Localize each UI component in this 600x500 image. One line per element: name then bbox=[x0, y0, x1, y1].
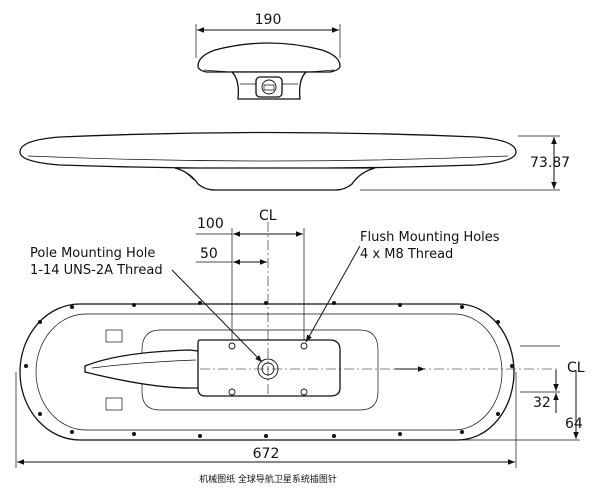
dim-64: 64 bbox=[565, 416, 583, 432]
plan-dimensions: CL 100 50 Pole Mounting Hole 1-14 UNS-2A… bbox=[15, 208, 585, 468]
end-view: 190 bbox=[195, 12, 341, 100]
dim-top-width: 190 bbox=[255, 12, 282, 28]
plan-view bbox=[19, 222, 560, 441]
flush-mount-label-2: 4 x M8 Thread bbox=[360, 247, 453, 262]
pole-mount-label-1: Pole Mounting Hole bbox=[30, 246, 155, 261]
flush-mount-label-1: Flush Mounting Holes bbox=[360, 230, 500, 245]
dim-overall-length: 672 bbox=[253, 446, 280, 462]
centerline-mark-top: CL bbox=[259, 208, 277, 224]
dim-100: 100 bbox=[197, 216, 224, 232]
dim-side-height: 73.87 bbox=[530, 155, 570, 171]
pole-mount-label-2: 1-14 UNS-2A Thread bbox=[30, 263, 163, 278]
dim-50: 50 bbox=[200, 246, 218, 262]
side-view: 73.87 bbox=[19, 131, 570, 191]
svg-text:CL: CL bbox=[259, 208, 277, 224]
svg-text:CL: CL bbox=[567, 360, 585, 376]
drawing-caption: 机械图纸 全球导航卫星系统插图针 bbox=[199, 473, 337, 485]
centerline-mark-right: CL bbox=[567, 360, 585, 376]
dim-32: 32 bbox=[533, 395, 551, 411]
